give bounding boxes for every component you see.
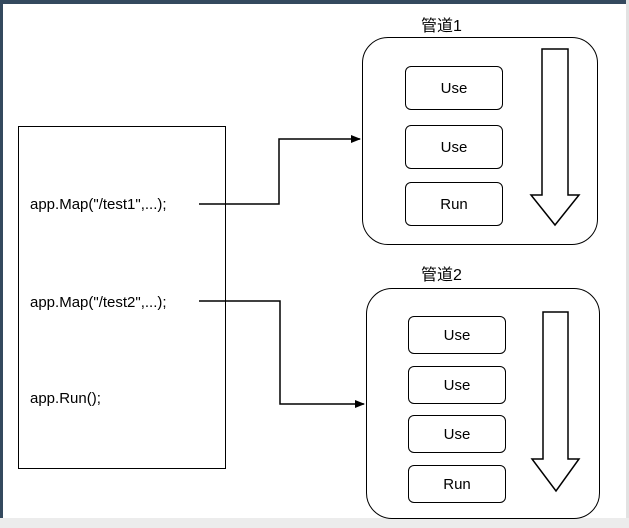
connector-test2-to-pipeline-2 [199,300,365,408]
pipeline-1-title: 管道1 [421,18,462,35]
pipeline-2-flow-arrow-icon [530,311,581,493]
pipeline-1-step-use-1: Use [405,66,503,110]
code-line-map-test2: app.Map("/test2",...); [30,294,167,311]
code-line-run: app.Run(); [30,390,101,407]
window-frame-bottom [0,518,629,528]
connector-test1-to-pipeline-1 [199,135,361,205]
pipeline-2-step-use-1: Use [408,316,506,354]
pipeline-2-step-use-2: Use [408,366,506,404]
code-line-map-test1: app.Map("/test1",...); [30,196,167,213]
window-frame-top [0,0,629,4]
window-frame-right [626,0,629,528]
pipeline-1-step-run: Run [405,182,503,226]
window-frame-left [0,0,3,528]
pipeline-2-step-use-3: Use [408,415,506,453]
source-code-box [18,126,226,469]
pipeline-1-flow-arrow-icon [529,48,581,227]
pipeline-1-step-use-2: Use [405,125,503,169]
pipeline-2-title: 管道2 [421,267,462,284]
pipeline-2-step-run: Run [408,465,506,503]
